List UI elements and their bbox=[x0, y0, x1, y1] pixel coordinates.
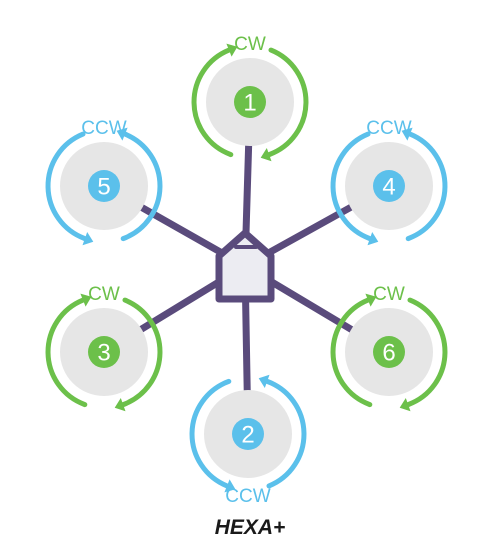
motor-number-badge bbox=[232, 418, 264, 450]
rotation-arrow-icon bbox=[116, 127, 128, 141]
motor-number: 5 bbox=[97, 174, 110, 201]
motor-number-badge bbox=[88, 336, 120, 368]
motor-number: 1 bbox=[243, 90, 256, 117]
motor-number-badge bbox=[373, 336, 405, 368]
motor-number: 6 bbox=[382, 340, 395, 367]
rotation-arrow-icon bbox=[82, 232, 94, 246]
rotation-arc bbox=[405, 131, 448, 242]
motor-5: CCW 5 bbox=[45, 118, 163, 246]
rotation-arc bbox=[330, 297, 373, 408]
motor-6: CW 6 bbox=[330, 284, 448, 412]
motor-4: CCW 4 bbox=[330, 118, 448, 246]
rotation-arc bbox=[264, 378, 307, 489]
rotation-arc bbox=[120, 131, 163, 242]
motor-3: CW 3 bbox=[45, 284, 163, 412]
motor-number: 2 bbox=[241, 422, 254, 449]
motor-number-badge bbox=[234, 86, 266, 118]
rotation-arrow-icon bbox=[114, 398, 126, 412]
rotation-arrow-icon bbox=[226, 43, 238, 57]
rotation-arc bbox=[330, 131, 373, 242]
rotation-arrow-icon bbox=[401, 127, 413, 141]
rotation-arc bbox=[45, 131, 88, 242]
motor-number: 3 bbox=[97, 340, 110, 367]
rotation-arc bbox=[120, 297, 163, 408]
flight-controller-shape bbox=[215, 229, 275, 303]
rotation-arrow-icon bbox=[365, 293, 377, 307]
rotation-label: CW bbox=[234, 34, 266, 55]
rotation-arrow-icon bbox=[80, 293, 92, 307]
rotation-arrow-icon bbox=[399, 398, 411, 412]
motor-number-badge bbox=[373, 170, 405, 202]
rotation-arrow-icon bbox=[224, 479, 236, 493]
motor-number: 4 bbox=[382, 174, 395, 201]
rotation-arc bbox=[405, 297, 448, 408]
rotation-label: CCW bbox=[81, 118, 126, 139]
rotation-label: CCW bbox=[366, 118, 411, 139]
rotation-arrow-icon bbox=[258, 374, 270, 388]
diagram-title: HEXA+ bbox=[215, 516, 286, 539]
rotation-arc bbox=[191, 47, 234, 158]
rotation-arrow-icon bbox=[260, 148, 272, 162]
flight-controller-body bbox=[215, 229, 275, 303]
rotation-arc bbox=[189, 378, 232, 489]
motor-2: CCW 2 bbox=[189, 374, 307, 507]
rotation-arc bbox=[266, 47, 309, 158]
motor-number-badge bbox=[88, 170, 120, 202]
motor-1: CW 1 bbox=[191, 34, 309, 162]
rotation-arc bbox=[45, 297, 88, 408]
rotation-label: CCW bbox=[225, 486, 270, 507]
rotation-label: CW bbox=[373, 284, 405, 305]
rotation-label: CW bbox=[88, 284, 120, 305]
rotation-arrow-icon bbox=[367, 232, 379, 246]
